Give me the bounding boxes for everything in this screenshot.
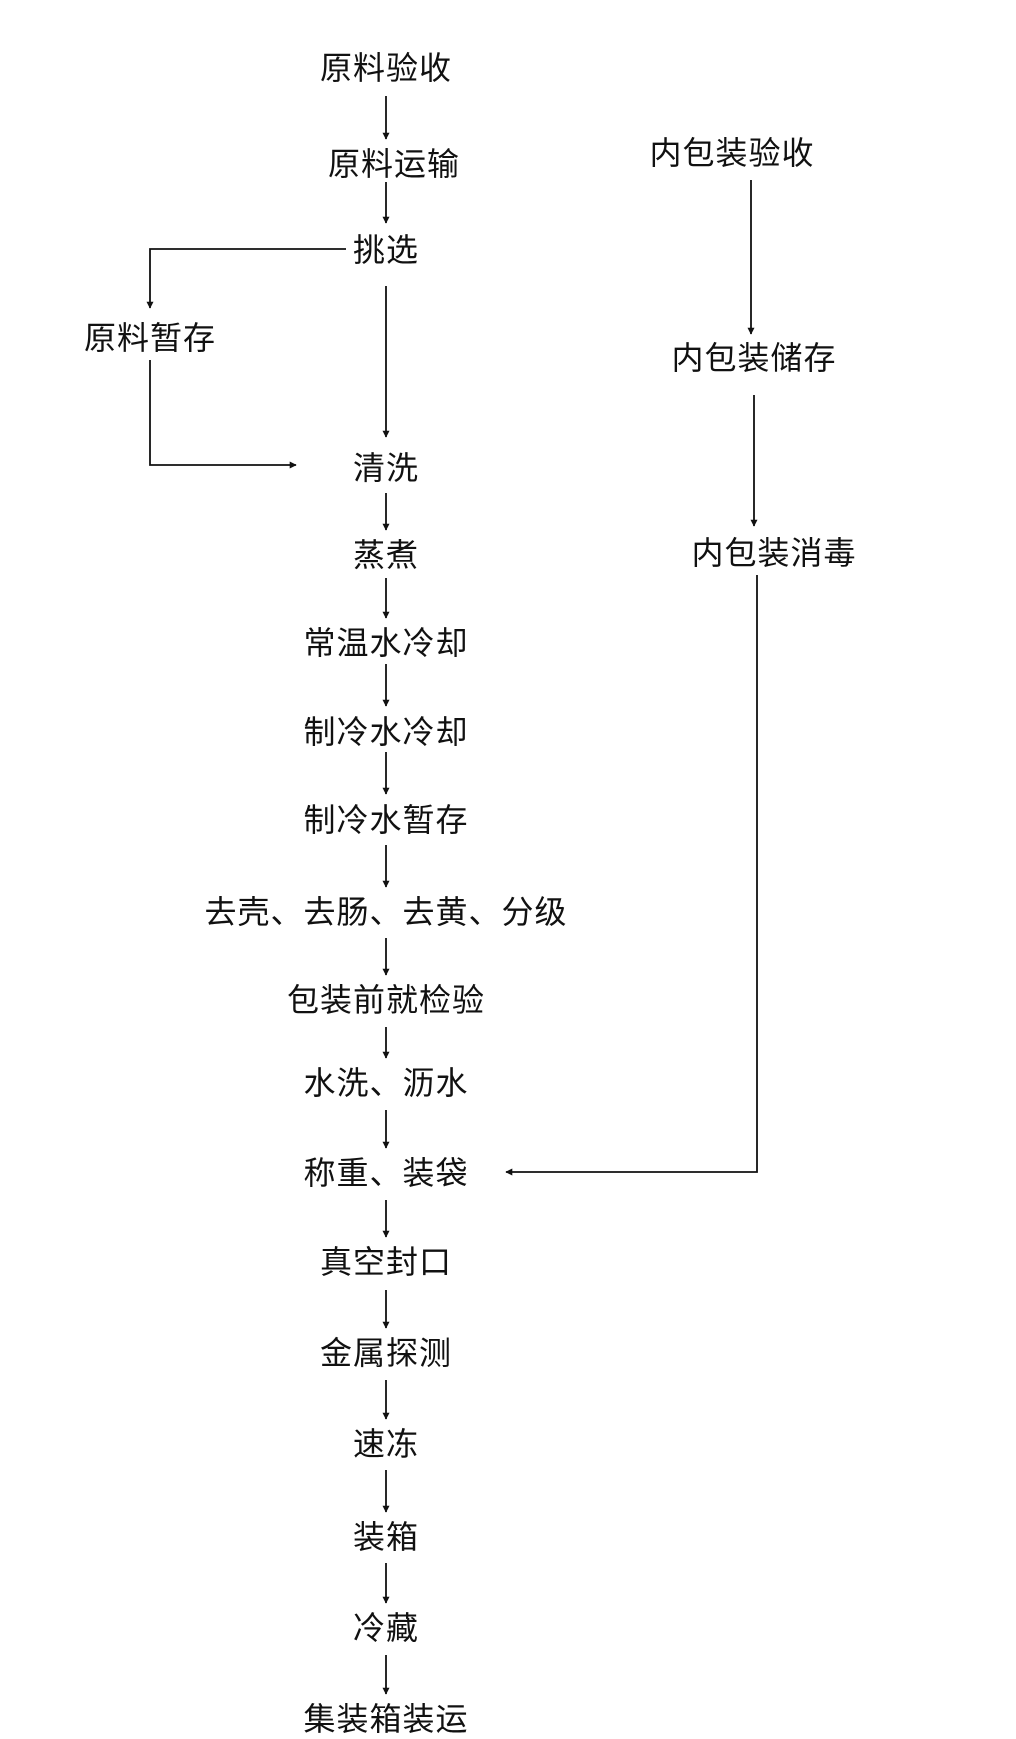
branch-return-to-washing [149,360,297,469]
step-inner-packaging-disinfection: 内包装消毒 [691,534,857,572]
branch-to-temporary-storage [146,248,346,309]
packaging-to-bagging [505,575,758,1176]
step-shelling-deveining-grading: 去壳、去肠、去黄、分级 [204,893,568,931]
step-quick-freezing: 速冻 [352,1425,420,1463]
step-steaming: 蒸煮 [352,536,420,574]
step-ambient-water-cooling: 常温水冷却 [303,624,469,662]
step-container-shipping: 集装箱装运 [303,1700,469,1738]
step-inner-packaging-acceptance: 内包装验收 [649,134,815,172]
step-chilled-water-cooling: 制冷水冷却 [303,713,469,751]
step-chilled-water-holding: 制冷水暂存 [303,801,469,839]
step-weighing-bagging: 称重、装袋 [303,1154,469,1192]
step-washing: 清洗 [352,449,420,487]
step-metal-detection: 金属探测 [319,1334,453,1372]
step-inner-packaging-storage: 内包装储存 [671,339,837,377]
step-cold-storage: 冷藏 [352,1609,420,1647]
step-raw-material-acceptance: 原料验收 [319,49,453,87]
step-pre-packaging-inspection: 包装前就检验 [286,981,486,1019]
step-vacuum-sealing: 真空封口 [319,1243,453,1281]
step-boxing: 装箱 [352,1518,420,1556]
step-rinsing-draining: 水洗、沥水 [303,1064,469,1102]
step-raw-material-transport: 原料运输 [327,145,461,183]
step-sorting: 挑选 [352,231,420,269]
step-raw-material-temporary-storage: 原料暂存 [83,319,217,357]
